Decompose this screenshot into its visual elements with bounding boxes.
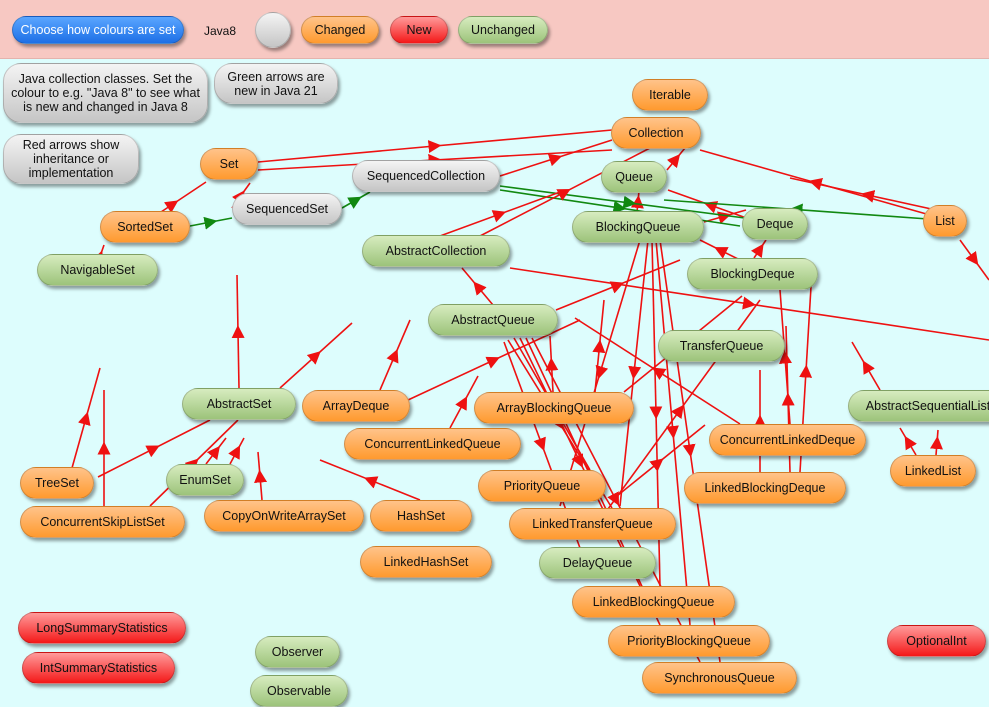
node-queue[interactable]: Queue <box>601 161 667 193</box>
node-linked-blocking-deque[interactable]: LinkedBlockingDeque <box>684 472 846 504</box>
note-intro: Java collection classes. Set the colour … <box>3 63 208 123</box>
node-enum-set[interactable]: EnumSet <box>166 464 244 496</box>
red-arrow <box>319 459 421 501</box>
node-blocking-queue[interactable]: BlockingQueue <box>572 211 704 243</box>
legend-unchanged[interactable]: Unchanged <box>458 16 548 44</box>
red-arrow <box>789 177 946 213</box>
choose-colours-button[interactable]: Choose how colours are set <box>12 16 184 44</box>
note-green-arrows: Green arrows are new in Java 21 <box>214 63 338 104</box>
node-optional-int[interactable]: OptionalInt <box>887 625 986 657</box>
node-hash-set[interactable]: HashSet <box>370 500 472 532</box>
node-int-summary-statistics[interactable]: IntSummaryStatistics <box>22 652 175 684</box>
node-linked-blocking-queue[interactable]: LinkedBlockingQueue <box>572 586 735 618</box>
node-concurrent-skip-list-set[interactable]: ConcurrentSkipListSet <box>20 506 185 538</box>
node-array-blocking-queue[interactable]: ArrayBlockingQueue <box>474 392 634 424</box>
node-priority-queue[interactable]: PriorityQueue <box>478 470 606 502</box>
legend-new[interactable]: New <box>390 16 448 44</box>
node-abstract-queue[interactable]: AbstractQueue <box>428 304 558 336</box>
node-priority-blocking-queue[interactable]: PriorityBlockingQueue <box>608 625 770 657</box>
node-tree-set[interactable]: TreeSet <box>20 467 94 499</box>
red-arrow <box>699 239 741 261</box>
node-transfer-queue[interactable]: TransferQueue <box>658 330 785 362</box>
node-abstract-collection[interactable]: AbstractCollection <box>362 235 510 267</box>
red-arrow <box>559 239 641 507</box>
node-list[interactable]: List <box>923 205 967 237</box>
node-abstract-set[interactable]: AbstractSet <box>182 388 296 420</box>
legend-changed[interactable]: Changed <box>301 16 379 44</box>
node-navigable-set[interactable]: NavigableSet <box>37 254 158 286</box>
node-sequenced-set[interactable]: SequencedSet <box>232 193 342 225</box>
red-arrow <box>439 191 561 237</box>
red-arrow <box>666 147 686 171</box>
node-linked-list[interactable]: LinkedList <box>890 455 976 487</box>
red-arrow <box>619 239 649 507</box>
red-arrow <box>753 239 767 259</box>
red-arrow <box>594 299 605 393</box>
red-arrow <box>899 427 917 456</box>
colour-mode-label: Java8 <box>204 24 237 38</box>
red-arrow <box>236 274 240 389</box>
red-arrow <box>229 437 245 465</box>
red-arrow <box>851 341 881 391</box>
node-synchronous-queue[interactable]: SynchronousQueue <box>642 662 797 694</box>
green-arrow <box>189 217 233 227</box>
toolbar: Choose how colours are set Java8 Changed… <box>0 0 989 59</box>
red-arrow <box>549 335 554 393</box>
node-sequenced-collection[interactable]: SequencedCollection <box>352 160 500 192</box>
red-arrow <box>279 322 353 389</box>
red-arrow <box>655 239 691 626</box>
red-arrow <box>379 319 411 391</box>
node-collection[interactable]: Collection <box>611 117 701 149</box>
node-concurrent-linked-deque[interactable]: ConcurrentLinkedDeque <box>709 424 866 456</box>
node-copy-on-write-array-set[interactable]: CopyOnWriteArraySet <box>204 500 364 532</box>
red-arrow <box>959 239 989 281</box>
node-linked-transfer-queue[interactable]: LinkedTransferQueue <box>509 508 676 540</box>
node-observable[interactable]: Observable <box>250 675 348 707</box>
colour-mode-swatch[interactable] <box>255 12 291 48</box>
green-arrow <box>341 191 371 209</box>
red-arrow <box>461 267 494 306</box>
node-abstract-sequential-list[interactable]: AbstractSequentialList <box>848 390 989 422</box>
node-observer[interactable]: Observer <box>255 636 340 668</box>
node-long-summary-statistics[interactable]: LongSummaryStatistics <box>18 612 186 644</box>
node-array-deque[interactable]: ArrayDeque <box>302 390 410 422</box>
node-blocking-deque[interactable]: BlockingDeque <box>687 258 818 290</box>
node-set[interactable]: Set <box>200 148 258 180</box>
node-delay-queue[interactable]: DelayQueue <box>539 547 656 579</box>
red-arrow <box>71 367 101 469</box>
node-sorted-set[interactable]: SortedSet <box>100 211 190 243</box>
node-concurrent-linked-queue[interactable]: ConcurrentLinkedQueue <box>344 428 521 460</box>
note-red-arrows: Red arrows show inheritance or implement… <box>3 134 139 184</box>
node-iterable[interactable]: Iterable <box>632 79 708 111</box>
node-linked-hash-set[interactable]: LinkedHashSet <box>360 546 492 578</box>
red-arrow <box>935 429 939 456</box>
node-deque[interactable]: Deque <box>742 208 808 240</box>
red-arrow <box>257 451 263 501</box>
red-arrow <box>499 139 613 177</box>
red-arrow <box>449 375 479 429</box>
